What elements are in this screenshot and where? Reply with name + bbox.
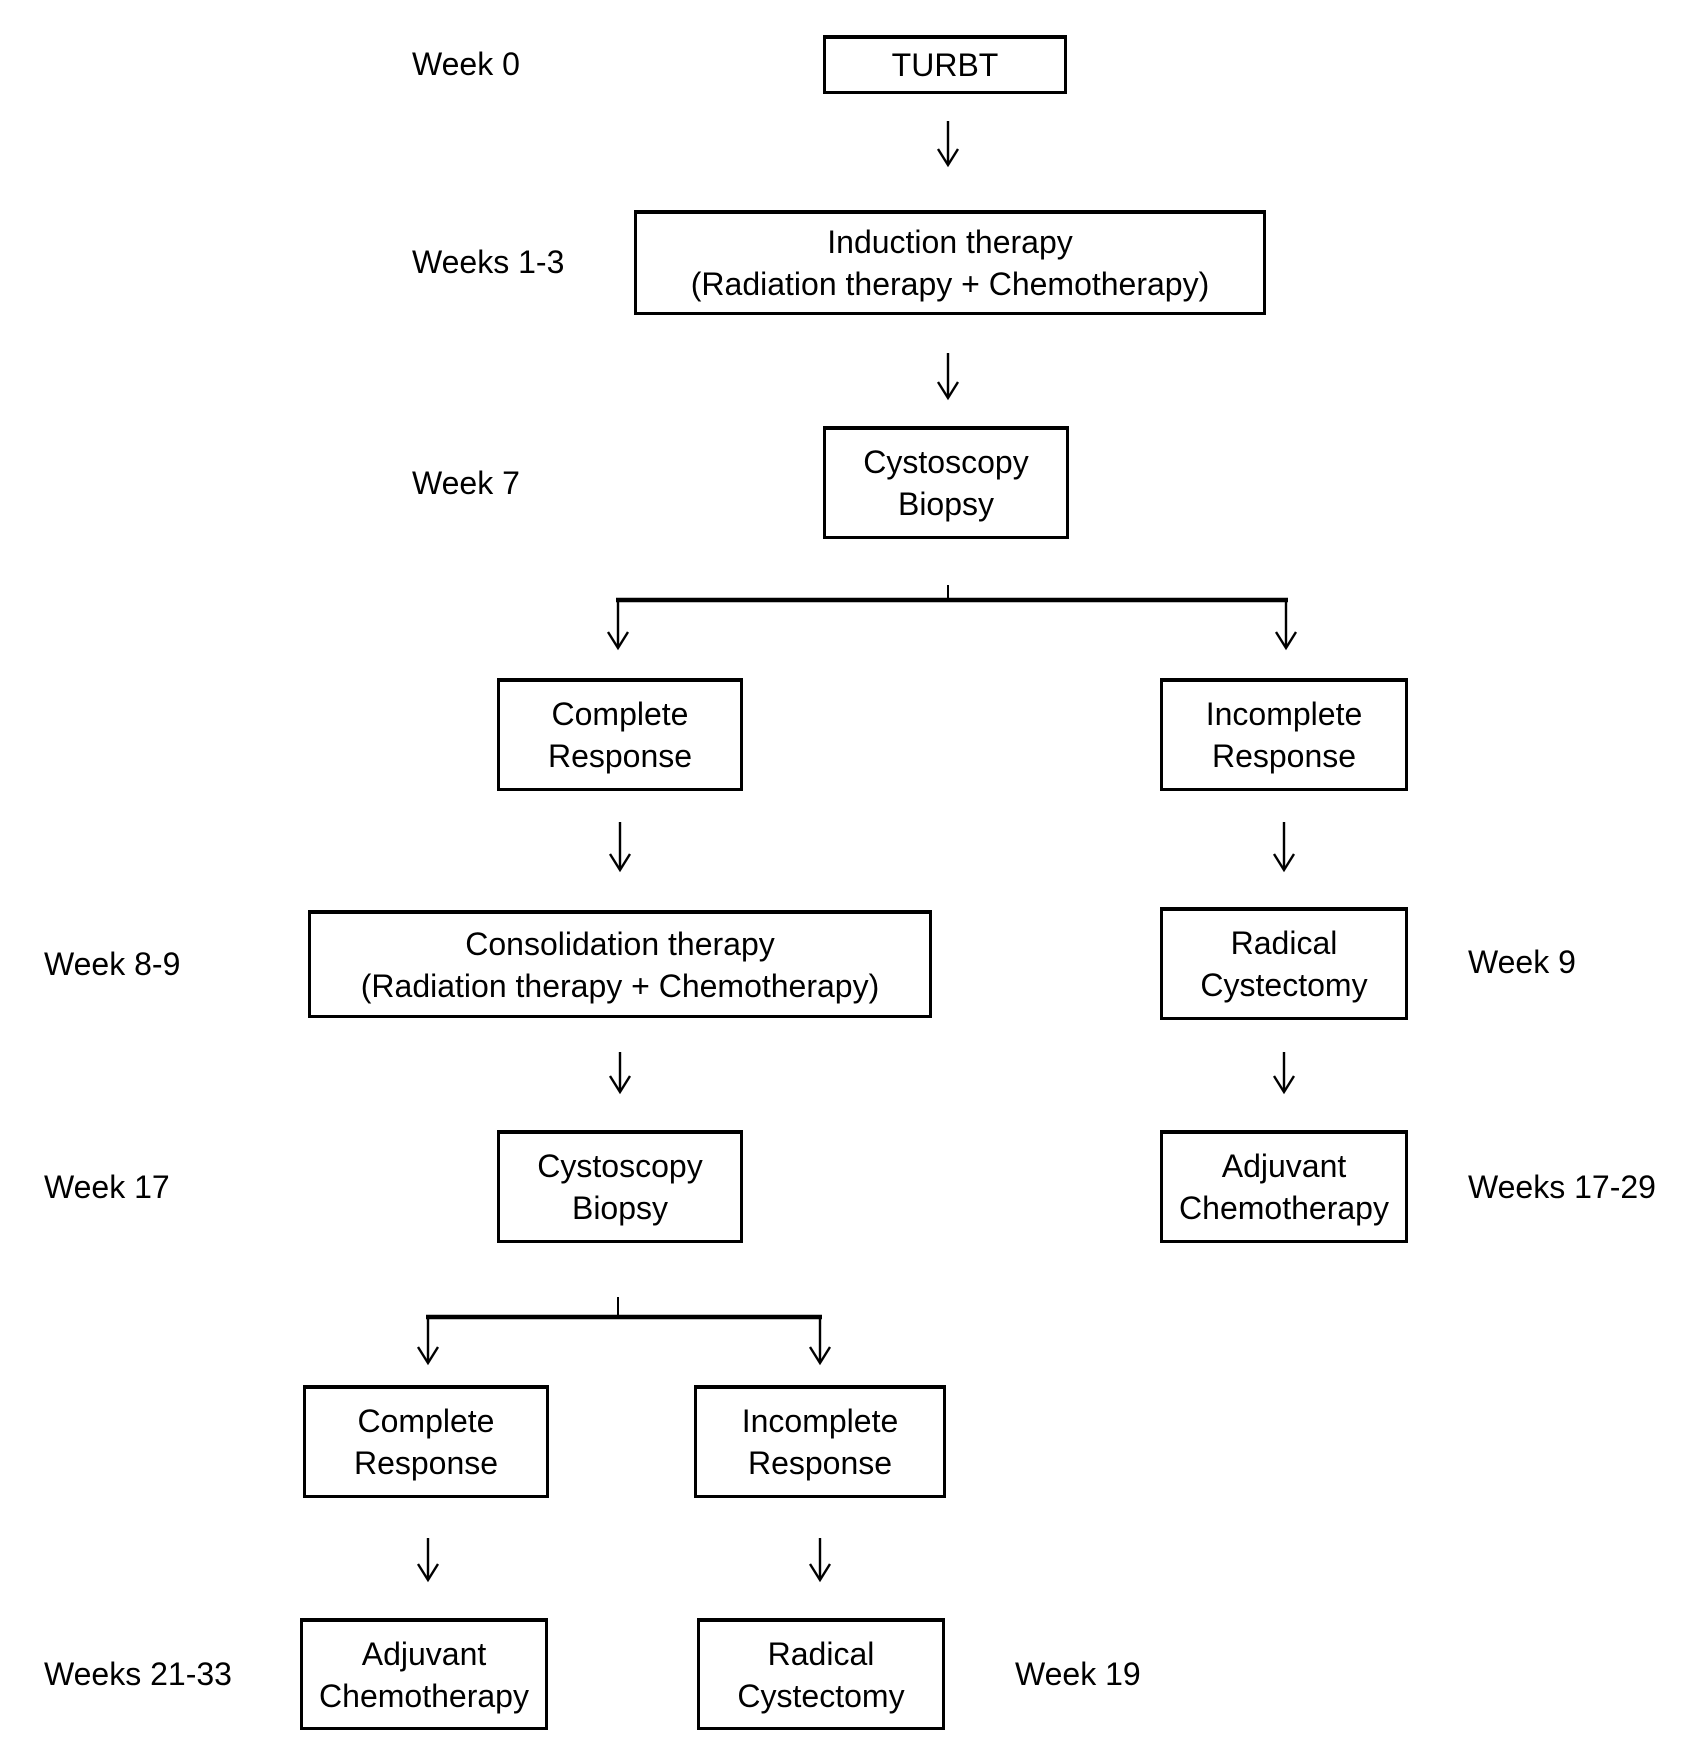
node-incomplete-response-2: Incomplete Response (694, 1385, 946, 1498)
node-radical-cystectomy-1: Radical Cystectomy (1160, 907, 1408, 1020)
node-incomplete-response-1: Incomplete Response (1160, 678, 1408, 791)
node-adjuvant-chemotherapy-2: Adjuvant Chemotherapy (300, 1618, 548, 1730)
node-adjuvant1-line1: Adjuvant (1221, 1148, 1347, 1184)
timeline-label-week-19: Week 19 (1015, 1656, 1141, 1692)
node-cystoscopy2-line2: Biopsy (571, 1190, 669, 1226)
node-complete2-line2: Response (353, 1445, 499, 1481)
node-induction-line1: Induction therapy (827, 224, 1073, 260)
node-complete1-line2: Response (547, 738, 693, 774)
node-adjuvant2-line1: Adjuvant (361, 1635, 487, 1672)
timeline-label-week-8-9: Week 8-9 (44, 946, 181, 982)
node-consolidation-line2: (Radiation therapy + Chemotherapy) (360, 967, 880, 1004)
node-complete-response-2: Complete Response (303, 1385, 549, 1498)
timeline-label-week-17: Week 17 (44, 1169, 170, 1205)
node-adjuvant-chemotherapy-1: Adjuvant Chemotherapy (1160, 1130, 1408, 1243)
node-cystoscopy1-line2: Biopsy (897, 486, 995, 522)
node-cystoscopy-biopsy-week17: Cystoscopy Biopsy (497, 1130, 743, 1243)
node-complete-response-1: Complete Response (497, 678, 743, 791)
node-induction-line2: (Radiation therapy + Chemotherapy) (690, 266, 1210, 302)
node-complete2-line1: Complete (357, 1403, 495, 1439)
timeline-label-weeks-1-3: Weeks 1-3 (412, 244, 565, 280)
node-incomplete1-line1: Incomplete (1205, 696, 1363, 732)
node-radical2-line1: Radical (767, 1635, 875, 1672)
timeline-label-week-0: Week 0 (412, 46, 520, 82)
node-complete1-line1: Complete (551, 696, 689, 732)
node-cystoscopy1-line1: Cystoscopy (863, 444, 1029, 480)
timeline-label-week-9: Week 9 (1468, 944, 1576, 980)
node-incomplete2-line2: Response (747, 1445, 893, 1481)
node-radical2-line2: Cystectomy (737, 1677, 905, 1714)
node-consolidation-therapy: Consolidation therapy (Radiation therapy… (308, 910, 932, 1018)
node-radical1-line1: Radical (1230, 925, 1338, 961)
node-adjuvant2-line2: Chemotherapy (319, 1677, 529, 1714)
node-adjuvant1-line2: Chemotherapy (1179, 1190, 1389, 1226)
node-consolidation-line1: Consolidation therapy (465, 925, 775, 962)
node-turbt-label: TURBT (891, 47, 999, 83)
node-incomplete2-line1: Incomplete (741, 1403, 899, 1439)
timeline-label-week-7: Week 7 (412, 465, 520, 501)
node-radical1-line2: Cystectomy (1200, 967, 1368, 1003)
node-cystoscopy2-line1: Cystoscopy (537, 1148, 703, 1184)
timeline-label-weeks-17-29: Weeks 17-29 (1468, 1169, 1656, 1205)
timeline-label-weeks-21-33: Weeks 21-33 (44, 1656, 232, 1692)
node-incomplete1-line2: Response (1211, 738, 1357, 774)
node-induction-therapy: Induction therapy (Radiation therapy + C… (634, 210, 1266, 315)
node-radical-cystectomy-2: Radical Cystectomy (697, 1618, 945, 1730)
node-cystoscopy-biopsy-week7: Cystoscopy Biopsy (823, 426, 1069, 539)
node-turbt: TURBT (823, 35, 1067, 94)
